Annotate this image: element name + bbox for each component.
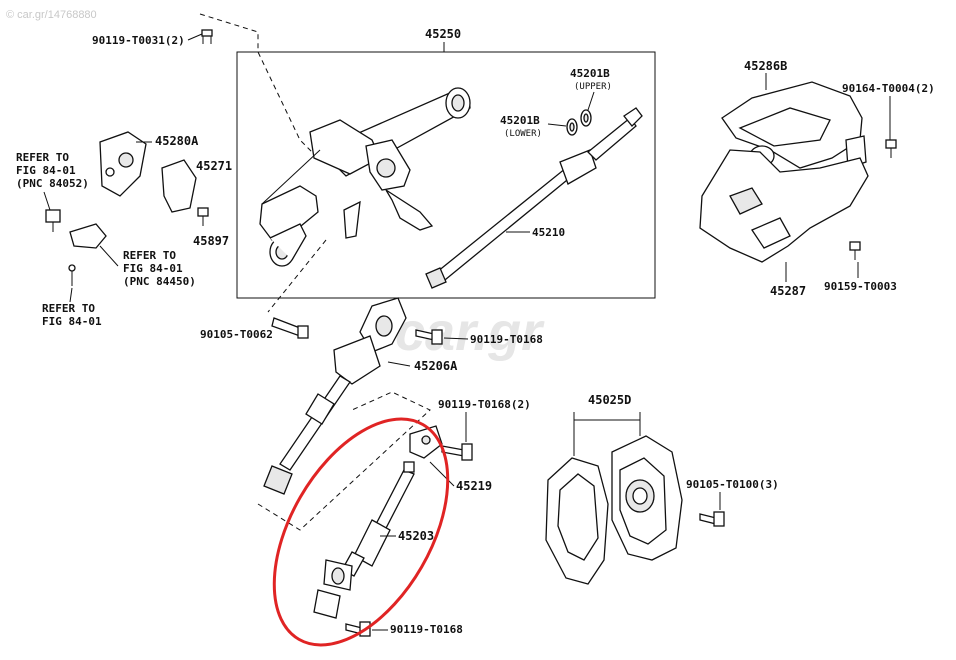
- column-cover-upper-45286B: [721, 81, 867, 169]
- bushing-upper: [580, 109, 592, 127]
- label-45250: 45250: [425, 27, 461, 41]
- leader-dashed-mid: [267, 239, 327, 313]
- refer2-line1: REFER TO: [123, 249, 176, 262]
- label-90119-T0168-a: 90119-T0168: [470, 333, 543, 346]
- label-45287: 45287: [770, 284, 806, 298]
- screw-90159-T0003: [849, 241, 861, 260]
- refer2-line2: FIG 84-01: [123, 262, 183, 275]
- label-45201B-upper: 45201B: [570, 67, 610, 80]
- switch-84450: [69, 223, 107, 249]
- clip-84052: [45, 209, 61, 232]
- label-45206A: 45206A: [414, 359, 458, 373]
- lock-bracket-45280A: [99, 131, 147, 197]
- leader-dashed-top: [199, 13, 313, 153]
- refer1-line2: FIG 84-01: [16, 164, 76, 177]
- label-90119-T0168-2: 90119-T0168(2): [438, 398, 531, 411]
- main-shaft-45210: [425, 107, 643, 289]
- boot-plate-45025D: [545, 457, 609, 585]
- label-45271: 45271: [196, 159, 232, 173]
- watermark-copyright: © car.gr/14768880: [6, 9, 97, 21]
- label-45897: 45897: [193, 234, 229, 248]
- label-90119-T0168-b: 90119-T0168: [390, 623, 463, 636]
- key-cylinder-cover-45271: [161, 159, 197, 213]
- bolt-90119-T0031: [201, 29, 213, 44]
- pin-refer3: [68, 264, 76, 286]
- refer3-line2: FIG 84-01: [42, 315, 102, 328]
- bolt-90105-T0062: [271, 317, 309, 339]
- bolt-90105-T0100: [699, 511, 725, 527]
- bolt-90119-T0168-a: [415, 329, 443, 345]
- label-90164-T0004: 90164-T0004(2): [842, 82, 935, 95]
- bushing-lower: [566, 118, 578, 136]
- label-45201B-lower: 45201B: [500, 114, 540, 127]
- assembly-box-45250: [236, 51, 656, 299]
- steering-column-tube: [259, 87, 471, 267]
- screw-90164-T0004: [885, 139, 897, 158]
- label-45203: 45203: [398, 529, 434, 543]
- refer2-line3: (PNC 84450): [123, 275, 196, 288]
- boot-seal-45025D: [611, 435, 683, 561]
- part-45897: [197, 207, 209, 226]
- leader-dashed-lower: [257, 391, 431, 531]
- intermediate-shaft-45206A: [263, 297, 407, 495]
- label-90105-T0062: 90105-T0062: [200, 328, 273, 341]
- label-45286B: 45286B: [744, 59, 787, 73]
- label-upper: (UPPER): [574, 82, 612, 92]
- refer1-line3: (PNC 84052): [16, 177, 89, 190]
- label-lower: (LOWER): [504, 129, 542, 139]
- label-90105-T0100: 90105-T0100(3): [686, 478, 779, 491]
- bracket-45219: [409, 425, 443, 459]
- refer3-line1: REFER TO: [42, 302, 95, 315]
- label-45210: 45210: [532, 226, 565, 239]
- label-90119-T0031: 90119-T0031(2): [92, 34, 185, 47]
- highlight-circle: [272, 417, 450, 647]
- steering-shaft-45203: [313, 461, 415, 619]
- label-90159-T0003: 90159-T0003: [824, 280, 897, 293]
- label-45219: 45219: [456, 479, 492, 493]
- label-45280A: 45280A: [155, 134, 199, 148]
- refer1-line1: REFER TO: [16, 151, 69, 164]
- label-45025D: 45025D: [588, 393, 631, 407]
- column-cover-lower-45287: [699, 149, 869, 263]
